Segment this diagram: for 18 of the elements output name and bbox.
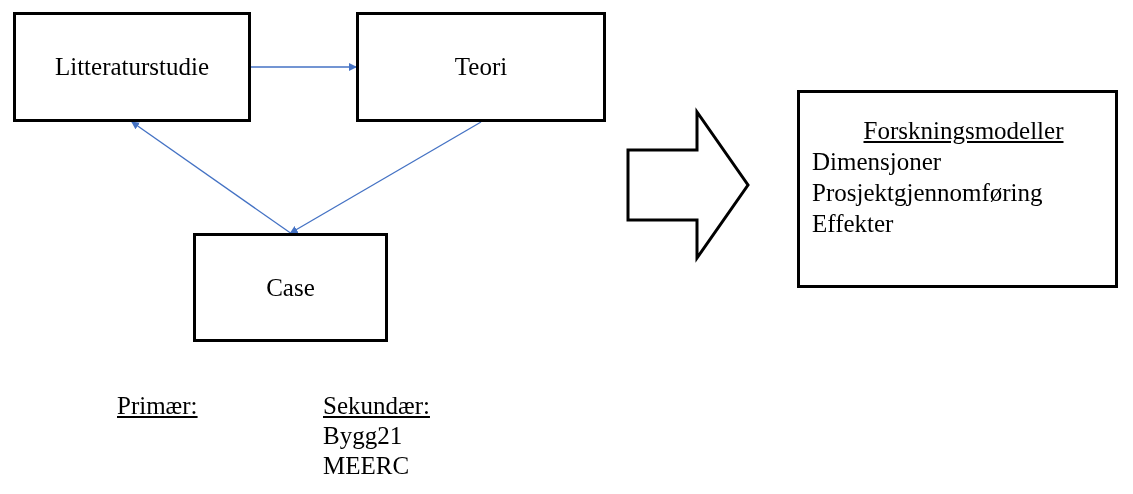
heading: Forskningsmodeller [863, 116, 1064, 146]
column-heading: Sekundær: [323, 392, 430, 420]
arrow [250, 63, 357, 71]
column-heading: Primær: [117, 392, 198, 420]
node-label: Prosjektgjennomføring [812, 178, 1043, 208]
node-label: Litteraturstudie [54, 53, 210, 81]
list-item: MEERC [323, 452, 410, 480]
arrow [131, 121, 292, 234]
list-item: Bygg21 [323, 422, 403, 450]
process-box [193, 233, 388, 342]
node-label: Effekter [812, 209, 894, 239]
process-box [797, 90, 1118, 288]
node-label: Dimensjoner [812, 147, 942, 177]
node-label: Teori [454, 53, 508, 81]
process-box [13, 12, 251, 122]
process-box [356, 12, 606, 122]
arrow [289, 121, 482, 234]
node-label: Case [266, 273, 315, 302]
